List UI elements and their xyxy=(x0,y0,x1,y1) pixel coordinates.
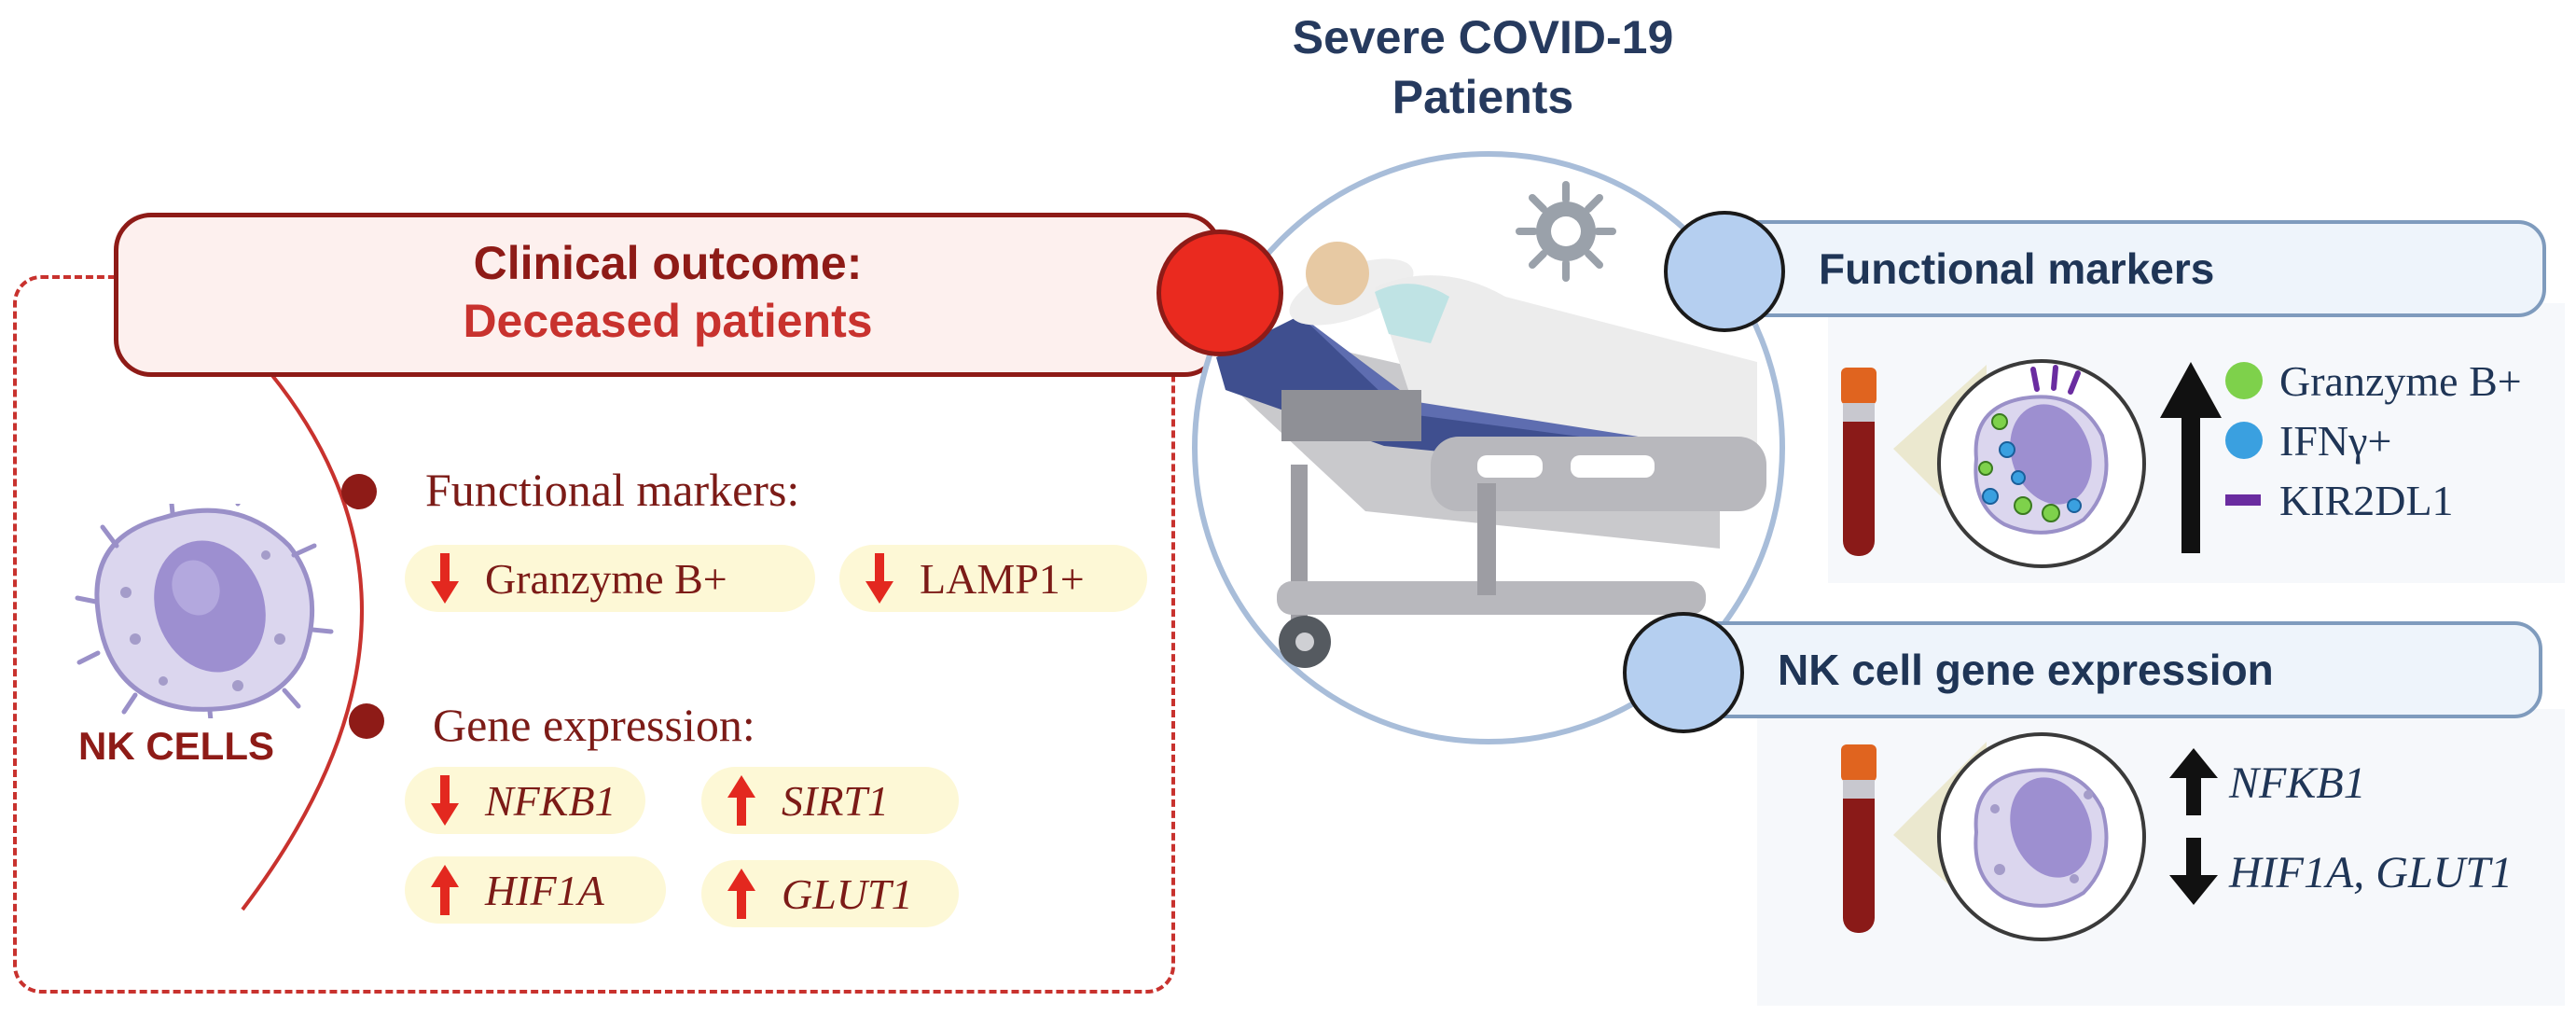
down-arrow-icon xyxy=(866,553,893,604)
virus-icon xyxy=(1516,181,1616,282)
blood-tube-icon xyxy=(1841,368,1877,556)
left-functional-label: LAMP1+ xyxy=(920,554,1085,603)
patient-in-bed-illustration xyxy=(1216,181,1766,668)
outcome-title: Clinical outcome: xyxy=(473,237,863,289)
title-line-2: Patients xyxy=(1392,71,1574,123)
clinical-outcome-box: Clinical outcome: Deceased patients xyxy=(114,213,1222,377)
down-arrow-icon xyxy=(431,775,459,826)
left-functional-item: Granzyme B+ xyxy=(405,545,815,612)
right-functional-header: Functional markers xyxy=(1697,220,2546,317)
right-gene-title: NK cell gene expression xyxy=(1778,646,2274,694)
nk-cell-icon xyxy=(1937,732,2146,941)
nk-cells-label: NK CELLS xyxy=(78,724,274,768)
left-gene-item: SIRT1 xyxy=(701,767,959,834)
functional-markers-node xyxy=(341,474,377,509)
functional-legend: Granzyme B+ IFNγ+ KIR2DL1 xyxy=(2223,351,2522,530)
right-gene-dot xyxy=(1623,612,1744,733)
outcome-connector-dot xyxy=(1156,229,1283,356)
legend-label: KIR2DL1 xyxy=(2279,476,2454,524)
legend-item-granzyme: Granzyme B+ xyxy=(2223,351,2522,410)
green-dot-icon xyxy=(2225,362,2263,399)
up-arrow-icon xyxy=(2169,748,2218,815)
up-arrow-icon xyxy=(727,775,755,826)
nk-cell-active-icon xyxy=(1937,359,2146,568)
legend-item-ifng: IFNγ+ xyxy=(2223,410,2522,470)
right-functional-dot xyxy=(1664,211,1785,332)
up-arrow-icon xyxy=(727,869,755,919)
gene-expression-node xyxy=(349,703,384,739)
left-gene-item: NFKB1 xyxy=(405,767,645,834)
right-gene-content xyxy=(1757,709,2565,1006)
left-functional-label: Granzyme B+ xyxy=(485,554,727,603)
blue-dot-icon xyxy=(2225,422,2263,459)
left-gene-label: SIRT1 xyxy=(782,776,889,825)
legend-label: IFNγ+ xyxy=(2279,416,2392,465)
left-gene-label: NFKB1 xyxy=(485,776,616,825)
right-gene-label: HIF1A, GLUT1 xyxy=(2229,848,2514,897)
nk-cell-icon xyxy=(75,504,334,718)
legend-label: Granzyme B+ xyxy=(2279,356,2522,405)
left-functional-title: Functional markers: xyxy=(425,464,800,516)
right-gene-header: NK cell gene expression xyxy=(1656,621,2542,718)
outcome-value: Deceased patients xyxy=(463,295,873,347)
left-functional-item: LAMP1+ xyxy=(839,545,1147,612)
left-gene-title: Gene expression: xyxy=(433,699,755,751)
title-line-1: Severe COVID-19 xyxy=(1292,11,1674,63)
right-gene-label: NFKB1 xyxy=(2229,758,2366,808)
blood-tube-icon xyxy=(1841,744,1877,933)
left-gene-label: HIF1A xyxy=(485,866,604,914)
right-functional-title: Functional markers xyxy=(1819,244,2215,293)
left-gene-label: GLUT1 xyxy=(782,869,913,918)
down-arrow-icon xyxy=(2169,838,2218,905)
left-gene-item: GLUT1 xyxy=(701,860,959,927)
purple-bar-icon xyxy=(2225,494,2261,506)
down-arrow-icon xyxy=(431,553,459,604)
legend-item-kir2dl1: KIR2DL1 xyxy=(2223,470,2522,530)
left-gene-item: HIF1A xyxy=(405,856,666,924)
up-arrow-icon xyxy=(2160,362,2222,553)
up-arrow-icon xyxy=(431,865,459,915)
connector-arc xyxy=(241,371,364,911)
diagram-title: Severe COVID-19 Patients xyxy=(1212,7,1753,127)
